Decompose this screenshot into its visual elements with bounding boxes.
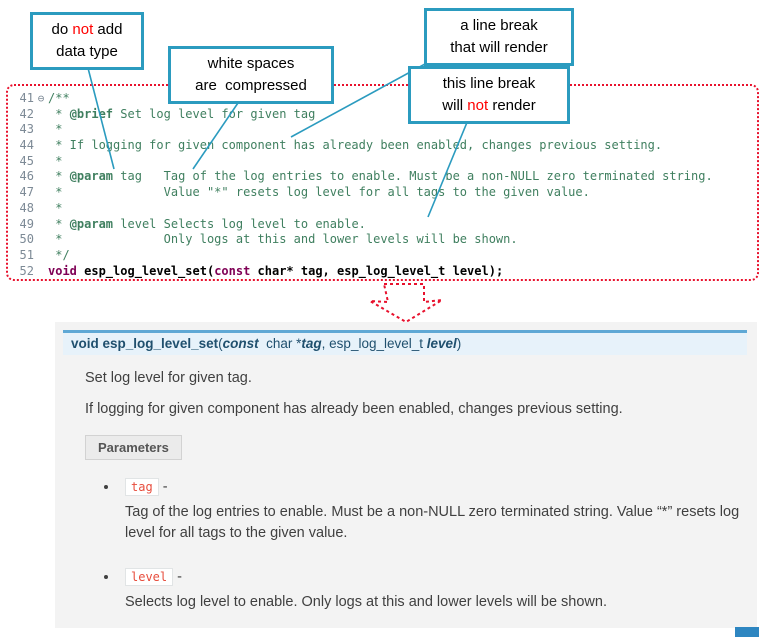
parameter-list: tag - Tag of the log entries to enable. M…: [99, 476, 747, 613]
code-text: */: [48, 247, 70, 262]
param-dash: -: [173, 569, 182, 585]
fold-collapse-icon: ⊖: [37, 92, 45, 105]
code-text: * @param level Selects log level to enab…: [48, 216, 366, 231]
line-number: 44: [19, 138, 34, 153]
callout-whitespace-compressed: white spaces are compressed: [168, 46, 334, 104]
callout-text-line: do not add: [51, 21, 123, 38]
param-name-literal: tag: [125, 478, 159, 496]
bottom-right-accent: [735, 627, 759, 637]
fold-gutter: [34, 154, 48, 170]
doc-brief: Set log level for given tag.: [85, 370, 252, 386]
line-number: 51: [19, 247, 34, 262]
code-text: * Value "*" resets log level for all tag…: [48, 185, 590, 200]
code-text: * If logging for given component has alr…: [48, 138, 663, 153]
fold-gutter: [34, 248, 48, 264]
line-number: 42: [19, 106, 34, 121]
callout-text-line: this line break: [442, 75, 536, 92]
callout-text-line: data type: [56, 43, 118, 60]
param-dash: -: [158, 479, 168, 495]
down-arrow-icon: [369, 283, 443, 324]
doc-details: If logging for given component has alrea…: [85, 401, 623, 417]
code-line-50: 50 * Only logs at this and lower levels …: [8, 232, 757, 248]
fold-gutter: [34, 264, 48, 280]
line-number: 52: [19, 263, 34, 278]
param-name-literal: level: [125, 568, 174, 586]
function-signature: void esp_log_level_set(const char *tag, …: [63, 330, 747, 355]
code-line-47: 47 * Value "*" resets log level for all …: [8, 185, 757, 201]
code-line-49: 49 * @param level Selects log level to e…: [8, 217, 757, 233]
fold-gutter: [34, 122, 48, 138]
code-text: *: [48, 153, 63, 168]
callout-text-line: white spaces: [207, 55, 295, 72]
parameter-item: tag - Tag of the log entries to enable. M…: [119, 476, 747, 544]
code-text: *: [48, 200, 63, 215]
fold-gutter: [34, 217, 48, 233]
fold-gutter: [34, 138, 48, 154]
line-number: 47: [19, 185, 34, 200]
fold-gutter: [34, 169, 48, 185]
callout-text-line: are compressed: [195, 77, 307, 94]
callout-text-line: will not render: [442, 97, 536, 114]
line-number: 49: [19, 216, 34, 231]
line-number: 45: [19, 153, 34, 168]
code-text: * @brief Set log level for given tag: [48, 106, 316, 121]
code-text: * Only logs at this and lower levels wil…: [48, 232, 518, 247]
line-number: 41: [19, 91, 34, 105]
parameter-item: level - Selects log level to enable. Only…: [119, 566, 747, 613]
code-line-52: 52 void esp_log_level_set(const char* tag…: [8, 264, 757, 280]
fold-gutter: [34, 107, 48, 123]
param-description: Selects log level to enable. Only logs a…: [125, 594, 607, 610]
line-number: 50: [19, 232, 34, 247]
code-line-41: 41⊖/**: [8, 91, 757, 107]
callout-line-break-renders: a line break that will render: [424, 8, 574, 66]
param-description: Tag of the log entries to enable. Must b…: [125, 504, 740, 541]
line-number: 48: [19, 200, 34, 215]
code-lines: 41⊖/**42 * @brief Set log level for give…: [8, 91, 757, 279]
code-line-51: 51 */: [8, 248, 757, 264]
callout-line-break-not-render: this line break will not render: [408, 66, 570, 124]
code-editor: 41⊖/**42 * @brief Set log level for give…: [6, 84, 759, 281]
callout-text-line: a line break: [460, 17, 538, 34]
fold-gutter: [34, 201, 48, 217]
rendered-docs-panel: void esp_log_level_set(const char *tag, …: [55, 322, 757, 628]
callout-no-data-type: do not add data type: [30, 12, 144, 70]
code-line-48: 48 *: [8, 201, 757, 217]
code-text: /**: [48, 91, 70, 105]
callout-text-line: that will render: [450, 39, 548, 56]
line-number: 46: [19, 169, 34, 184]
fold-gutter: [34, 185, 48, 201]
code-text: void esp_log_level_set(const char* tag, …: [48, 263, 504, 278]
code-line-43: 43 *: [8, 122, 757, 138]
parameter-name-row: level -: [125, 566, 747, 588]
code-line-45: 45 *: [8, 154, 757, 170]
code-line-44: 44 * If logging for given component has …: [8, 138, 757, 154]
fold-gutter: [34, 232, 48, 248]
code-line-46: 46 * @param tag Tag of the log entries t…: [8, 169, 757, 185]
line-number: 43: [19, 122, 34, 137]
code-line-42: 42 * @brief Set log level for given tag: [8, 107, 757, 123]
code-text: * @param tag Tag of the log entries to e…: [48, 169, 713, 184]
code-text: *: [48, 122, 63, 137]
parameters-label: Parameters: [85, 435, 182, 460]
parameter-name-row: tag -: [125, 476, 747, 498]
